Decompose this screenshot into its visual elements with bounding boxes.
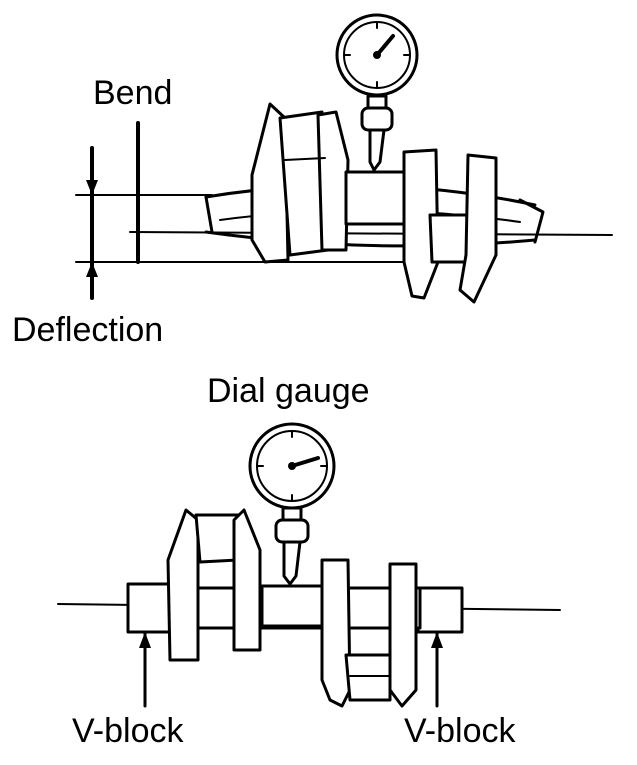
bottom-left-web-outer	[166, 508, 200, 662]
bent-crankshaft-figure	[75, 13, 613, 304]
bottom-left-web-inner	[232, 508, 262, 652]
dial-gauge-label: Dial gauge	[207, 372, 370, 410]
bottom-middle-journal	[260, 584, 324, 628]
right-v-block	[416, 586, 464, 634]
deflection-label: Deflection	[12, 311, 164, 349]
top-right-web-outer	[402, 148, 440, 300]
v-block-right-label: V-block	[404, 712, 516, 750]
bottom-dial-gauge-hub	[288, 462, 296, 470]
left-v-block-arrow	[139, 632, 151, 648]
deflection-arrow-top	[86, 180, 98, 195]
top-dial-gauge-needle	[375, 34, 395, 57]
right-v-block-arrow	[431, 632, 443, 648]
bend-label: Bend	[93, 74, 173, 112]
bottom-dial-gauge-neck	[281, 506, 303, 522]
top-left-web-detail	[284, 157, 326, 161]
bent-shaft-right-end	[518, 198, 545, 244]
top-dial-gauge-hub	[373, 51, 381, 59]
top-left-web-inner	[316, 110, 350, 252]
top-right-crankpin-block	[428, 213, 472, 264]
top-left-web-outer	[250, 102, 290, 264]
top-dial-gauge-neck	[366, 94, 388, 110]
bottom-right-web-inner	[388, 562, 418, 708]
bottom-dial-gauge-body	[274, 518, 310, 544]
bent-shaft-left-end	[204, 195, 214, 234]
top-dial-gauge-body	[360, 106, 394, 132]
top-dial-gauge-plunger	[368, 128, 386, 172]
bottom-dial-gauge-needle	[290, 456, 320, 468]
top-centerline	[129, 231, 613, 236]
deflection-arrow-bottom	[86, 262, 98, 277]
bottom-right-web-outer	[320, 558, 352, 708]
bottom-dial-gauge-plunger	[282, 540, 302, 586]
bottom-right-crankpin-block	[344, 653, 392, 702]
vblock-setup-figure	[57, 422, 561, 708]
top-right-web-inner	[458, 153, 498, 304]
bottom-left-crankpin-block	[194, 513, 240, 564]
top-middle-journal	[344, 170, 408, 226]
v-block-left-label: V-block	[72, 712, 184, 750]
left-v-block	[126, 582, 174, 634]
